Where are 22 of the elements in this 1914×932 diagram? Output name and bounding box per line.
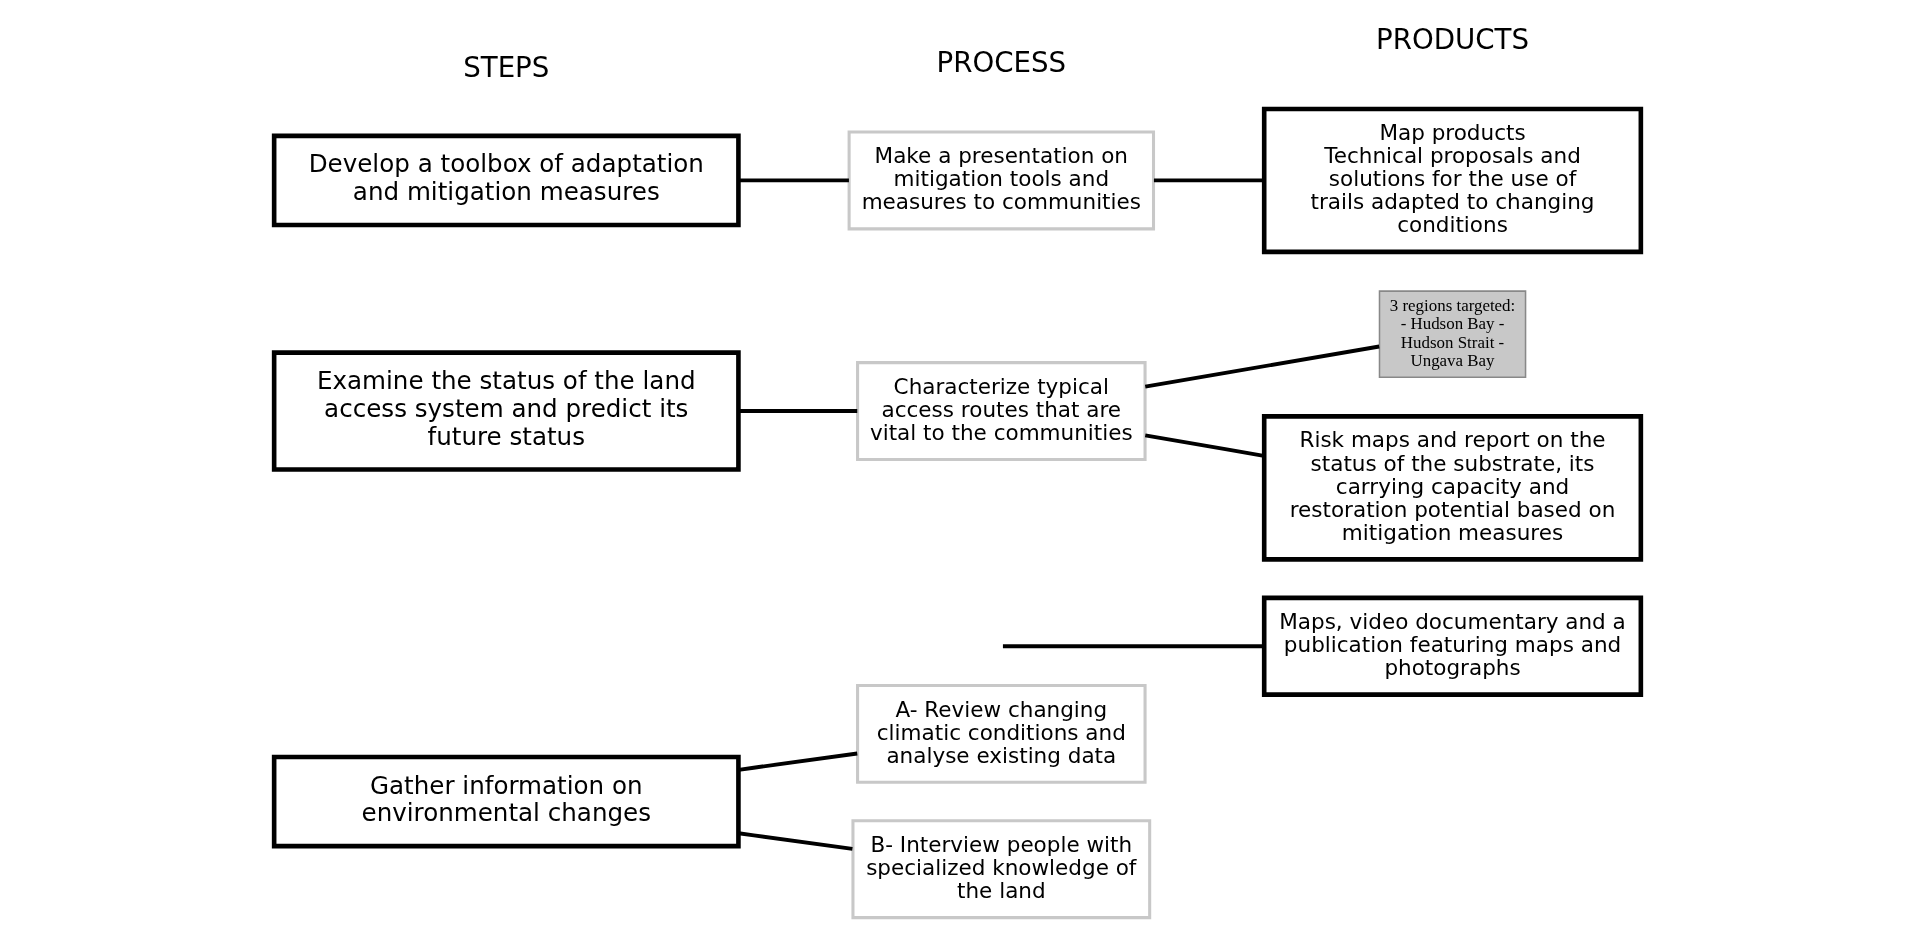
connector — [1144, 433, 1264, 458]
connector — [1002, 644, 1264, 649]
node-box: Gather information on environmental changes — [271, 754, 741, 849]
connector — [738, 409, 857, 413]
connector — [1144, 344, 1379, 389]
node-box: 3 regions targeted: - Hudson Bay - Hudson Strait - Ungava Bay — [1378, 290, 1526, 378]
node-box: Maps, video documentary and a publication featuring maps and photographs — [1261, 595, 1643, 697]
connector — [737, 751, 857, 772]
node-box: Make a presentation on mitigation tools and measures to communities — [847, 130, 1155, 231]
node-box: A- Review changing climatic conditions and analyse existing data — [855, 683, 1147, 784]
node-box: Map products Technical proposals and solutions for the use of trails adapted to changing conditions — [1261, 106, 1643, 255]
connector — [737, 831, 853, 851]
connector — [1153, 178, 1264, 183]
label: PRODUCTS — [1375, 22, 1529, 56]
label: PROCESS — [936, 45, 1066, 79]
node-box: B- Interview people with specialized knowledge of the land — [850, 819, 1151, 920]
label: STEPS — [462, 50, 549, 84]
node-box: Develop a toolbox of adaptation and mitigation measures — [271, 133, 741, 228]
node-box: Risk maps and report on the status of the substrate, its carrying capacity and restoration potential based on mitigation measures — [1261, 414, 1643, 562]
connector — [738, 178, 849, 183]
node-box: Examine the status of the land access system and predict its future status — [271, 350, 741, 472]
node-box: Characterize typical access routes that are vital to the communities — [855, 361, 1147, 461]
